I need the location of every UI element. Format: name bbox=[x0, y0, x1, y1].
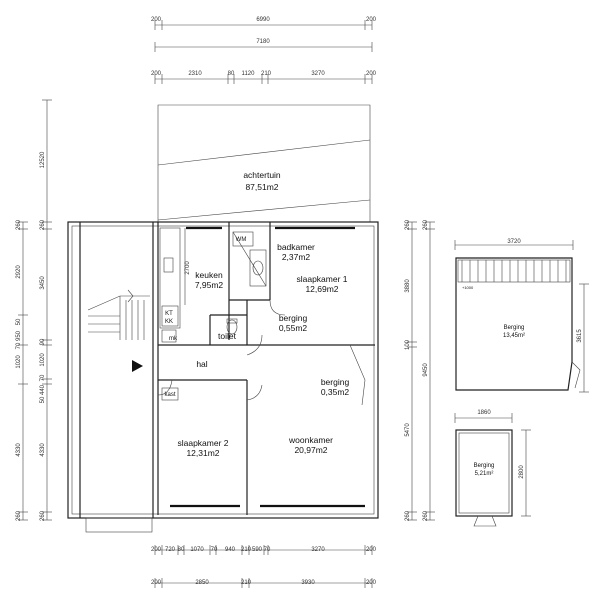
wm-label: WM bbox=[236, 237, 247, 243]
dim-top3-a: 200 bbox=[151, 71, 162, 77]
dim-right-260a: 260 bbox=[405, 219, 411, 230]
hal-label: hal bbox=[196, 359, 207, 369]
keuken-area: 7,95m2 bbox=[195, 280, 224, 290]
dim-left-inner-50: 50 bbox=[16, 318, 22, 325]
dim-bottom1-e: 70 bbox=[211, 547, 218, 553]
dim-left-12520: 12520 bbox=[40, 151, 46, 168]
storage-large-name: Berging bbox=[504, 325, 525, 331]
dim-bottom2-e: 200 bbox=[366, 580, 377, 586]
storage-large: 3720 +1000 Berging 13,45m² 3615 bbox=[454, 239, 589, 393]
dim-right-100: 100 bbox=[405, 339, 411, 350]
dim-left-inner-950: 950 bbox=[16, 330, 22, 341]
storage-large-area: 13,45m² bbox=[503, 333, 525, 339]
dim-left-260b: 260 bbox=[40, 510, 46, 521]
dim-top2: 7180 bbox=[256, 39, 270, 45]
kast-label: kast bbox=[164, 392, 175, 398]
dim-top3-f: 3270 bbox=[311, 71, 325, 77]
badkamer-area: 2,37m2 bbox=[282, 252, 311, 262]
kk-label: KK bbox=[165, 319, 173, 325]
top-dimensions: 200 6990 200 7180 200 2310 80 1120 210 3… bbox=[151, 17, 377, 84]
entrance-arrow-icon bbox=[132, 360, 143, 372]
mk-label: mk bbox=[169, 336, 178, 342]
dim-top3-e: 210 bbox=[261, 71, 272, 77]
dim-right2-260a: 260 bbox=[423, 219, 429, 230]
dim-top3-b: 2310 bbox=[188, 71, 202, 77]
dim-left-inner-2920: 2920 bbox=[16, 265, 22, 279]
storage-small-area: 5,21m² bbox=[475, 471, 494, 477]
dim-2700: 2700 bbox=[185, 261, 191, 275]
bottom-dimensions: 200 720 80 1070 70 940 210 590 70 3270 2… bbox=[151, 545, 377, 588]
dim-top1-b: 6990 bbox=[256, 17, 270, 23]
dim-bottom1-d: 1070 bbox=[190, 547, 204, 553]
staircase bbox=[87, 289, 150, 340]
dim-bottom2-a: 200 bbox=[151, 580, 162, 586]
dim-bottom1-j: 3270 bbox=[311, 547, 325, 553]
dim-left-1020: 1020 bbox=[40, 353, 46, 367]
dim-left-50: 50 bbox=[40, 396, 46, 403]
dim-bottom1-g: 210 bbox=[241, 547, 252, 553]
dim-left-inner-70: 70 bbox=[16, 342, 22, 349]
dim-bottom2-d: 3930 bbox=[301, 580, 315, 586]
building bbox=[67, 221, 379, 533]
storage-large-hatch bbox=[457, 259, 571, 283]
dim-right-5470: 5470 bbox=[405, 423, 411, 437]
dim-top3-g: 200 bbox=[366, 71, 377, 77]
berging1-label: berging bbox=[279, 313, 308, 323]
storage-small: 1860 Berging 5,21m² 2800 bbox=[454, 410, 531, 527]
berging1-area: 0,55m2 bbox=[279, 323, 308, 333]
slaapkamer2-area: 12,31m2 bbox=[186, 448, 219, 458]
room-labels: WM badkamer 2,37m2 keuken 7,95m2 2700 sl… bbox=[164, 237, 349, 458]
dim-left-4330: 4330 bbox=[40, 443, 46, 457]
badkamer-label: badkamer bbox=[277, 242, 315, 252]
keuken-label: keuken bbox=[195, 270, 223, 280]
storage-large-note: +1000 bbox=[462, 285, 474, 290]
dim-top3-d: 1120 bbox=[242, 71, 256, 77]
toilet-label: toilet bbox=[218, 331, 237, 341]
berging2-area: 0,35m2 bbox=[321, 387, 350, 397]
dim-bottom2-b: 2850 bbox=[195, 580, 209, 586]
dim-bottom1-i: 70 bbox=[264, 547, 271, 553]
dim-bottom1-b: 720 bbox=[165, 547, 176, 553]
achtertuin-label: achtertuin bbox=[243, 170, 281, 180]
slaapkamer1-area: 12,69m2 bbox=[305, 284, 338, 294]
dim-top1-a: 200 bbox=[151, 17, 162, 23]
dim-right2-9450: 9450 bbox=[423, 363, 429, 377]
dim-left-90: 90 bbox=[40, 338, 46, 345]
dim-left-3450: 3450 bbox=[40, 276, 46, 290]
dim-bottom2-c: 210 bbox=[241, 580, 252, 586]
dim-left-440: 440 bbox=[40, 384, 46, 395]
storage-small-name: Berging bbox=[474, 463, 495, 469]
dim-bottom1-c: 80 bbox=[178, 547, 185, 553]
dim-left-260a: 260 bbox=[40, 219, 46, 230]
dim-bottom1-h: 590 bbox=[252, 547, 263, 553]
berging2-label: berging bbox=[321, 377, 350, 387]
woonkamer-area: 20,97m2 bbox=[294, 445, 327, 455]
dim-left-inner-4330: 4330 bbox=[16, 443, 22, 457]
storage-small-height: 2800 bbox=[519, 465, 525, 479]
left-dimensions: 12520 260 3450 90 1020 70 440 50 4330 26… bbox=[16, 99, 52, 521]
storage-large-height: 3615 bbox=[577, 329, 583, 343]
dim-right-3880: 3880 bbox=[405, 279, 411, 293]
dim-right-260b: 260 bbox=[405, 510, 411, 521]
dim-bottom1-f: 940 bbox=[225, 547, 236, 553]
right-dimensions: 260 3880 100 5470 260 260 9450 260 bbox=[405, 219, 435, 521]
dim-bottom1-k: 200 bbox=[366, 547, 377, 553]
woonkamer-label: woonkamer bbox=[288, 435, 333, 445]
garden: achtertuin 87,51m2 bbox=[157, 104, 371, 222]
dim-left-inner-1020: 1020 bbox=[16, 355, 22, 369]
dim-right2-260b: 260 bbox=[423, 510, 429, 521]
dim-left-inner-260b: 260 bbox=[16, 510, 22, 521]
dim-top1-c: 200 bbox=[366, 17, 377, 23]
dim-top3-c: 80 bbox=[228, 71, 235, 77]
dim-left-70: 70 bbox=[40, 374, 46, 381]
dim-left-inner-260a: 260 bbox=[16, 219, 22, 230]
slaapkamer1-label: slaapkamer 1 bbox=[296, 274, 347, 284]
slaapkamer2-label: slaapkamer 2 bbox=[177, 438, 228, 448]
storage-large-width: 3720 bbox=[507, 239, 521, 245]
kt-label: KT bbox=[165, 311, 173, 317]
achtertuin-area: 87,51m2 bbox=[245, 182, 278, 192]
dim-bottom1-a: 200 bbox=[151, 547, 162, 553]
storage-small-width: 1860 bbox=[477, 410, 491, 416]
